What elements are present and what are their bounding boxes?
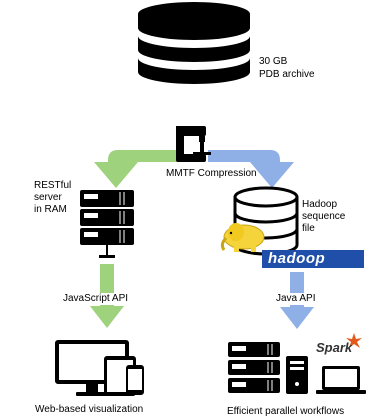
javascript-api-label: JavaScript API xyxy=(62,293,130,305)
hadoop-elephant-icon xyxy=(220,223,265,252)
archive-name-label: PDB archive xyxy=(259,69,315,80)
spark-star-icon xyxy=(346,333,362,348)
left-compression-arrow xyxy=(94,150,180,188)
spark-logo-text: Spark xyxy=(316,340,353,355)
hadoop-label-line3: file xyxy=(302,223,315,234)
devices-icon xyxy=(55,340,144,396)
compression-label: MMTF Compression xyxy=(166,168,257,179)
archive-size-label: 30 GB xyxy=(259,56,288,67)
right-compression-arrow xyxy=(208,150,294,188)
server-label-line2: server xyxy=(34,192,62,203)
clamp-icon xyxy=(176,126,211,162)
server-label-line3: in RAM xyxy=(34,204,67,215)
parallel-workflows-label: Efficient parallel workflows xyxy=(227,406,345,417)
web-visualization-label: Web-based visualization xyxy=(35,404,144,415)
hadoop-logo-banner xyxy=(262,250,364,268)
server-label-line1: RESTful xyxy=(34,180,72,191)
hadoop-logo-text: hadoop xyxy=(268,250,326,267)
database-icon xyxy=(138,2,250,84)
compute-cluster-icon xyxy=(228,342,366,394)
hadoop-label-line2: sequence xyxy=(302,211,346,222)
server-rack-icon xyxy=(80,190,134,258)
hadoop-label-line1: Hadoop xyxy=(302,199,338,210)
java-api-label: Java API xyxy=(275,293,317,305)
